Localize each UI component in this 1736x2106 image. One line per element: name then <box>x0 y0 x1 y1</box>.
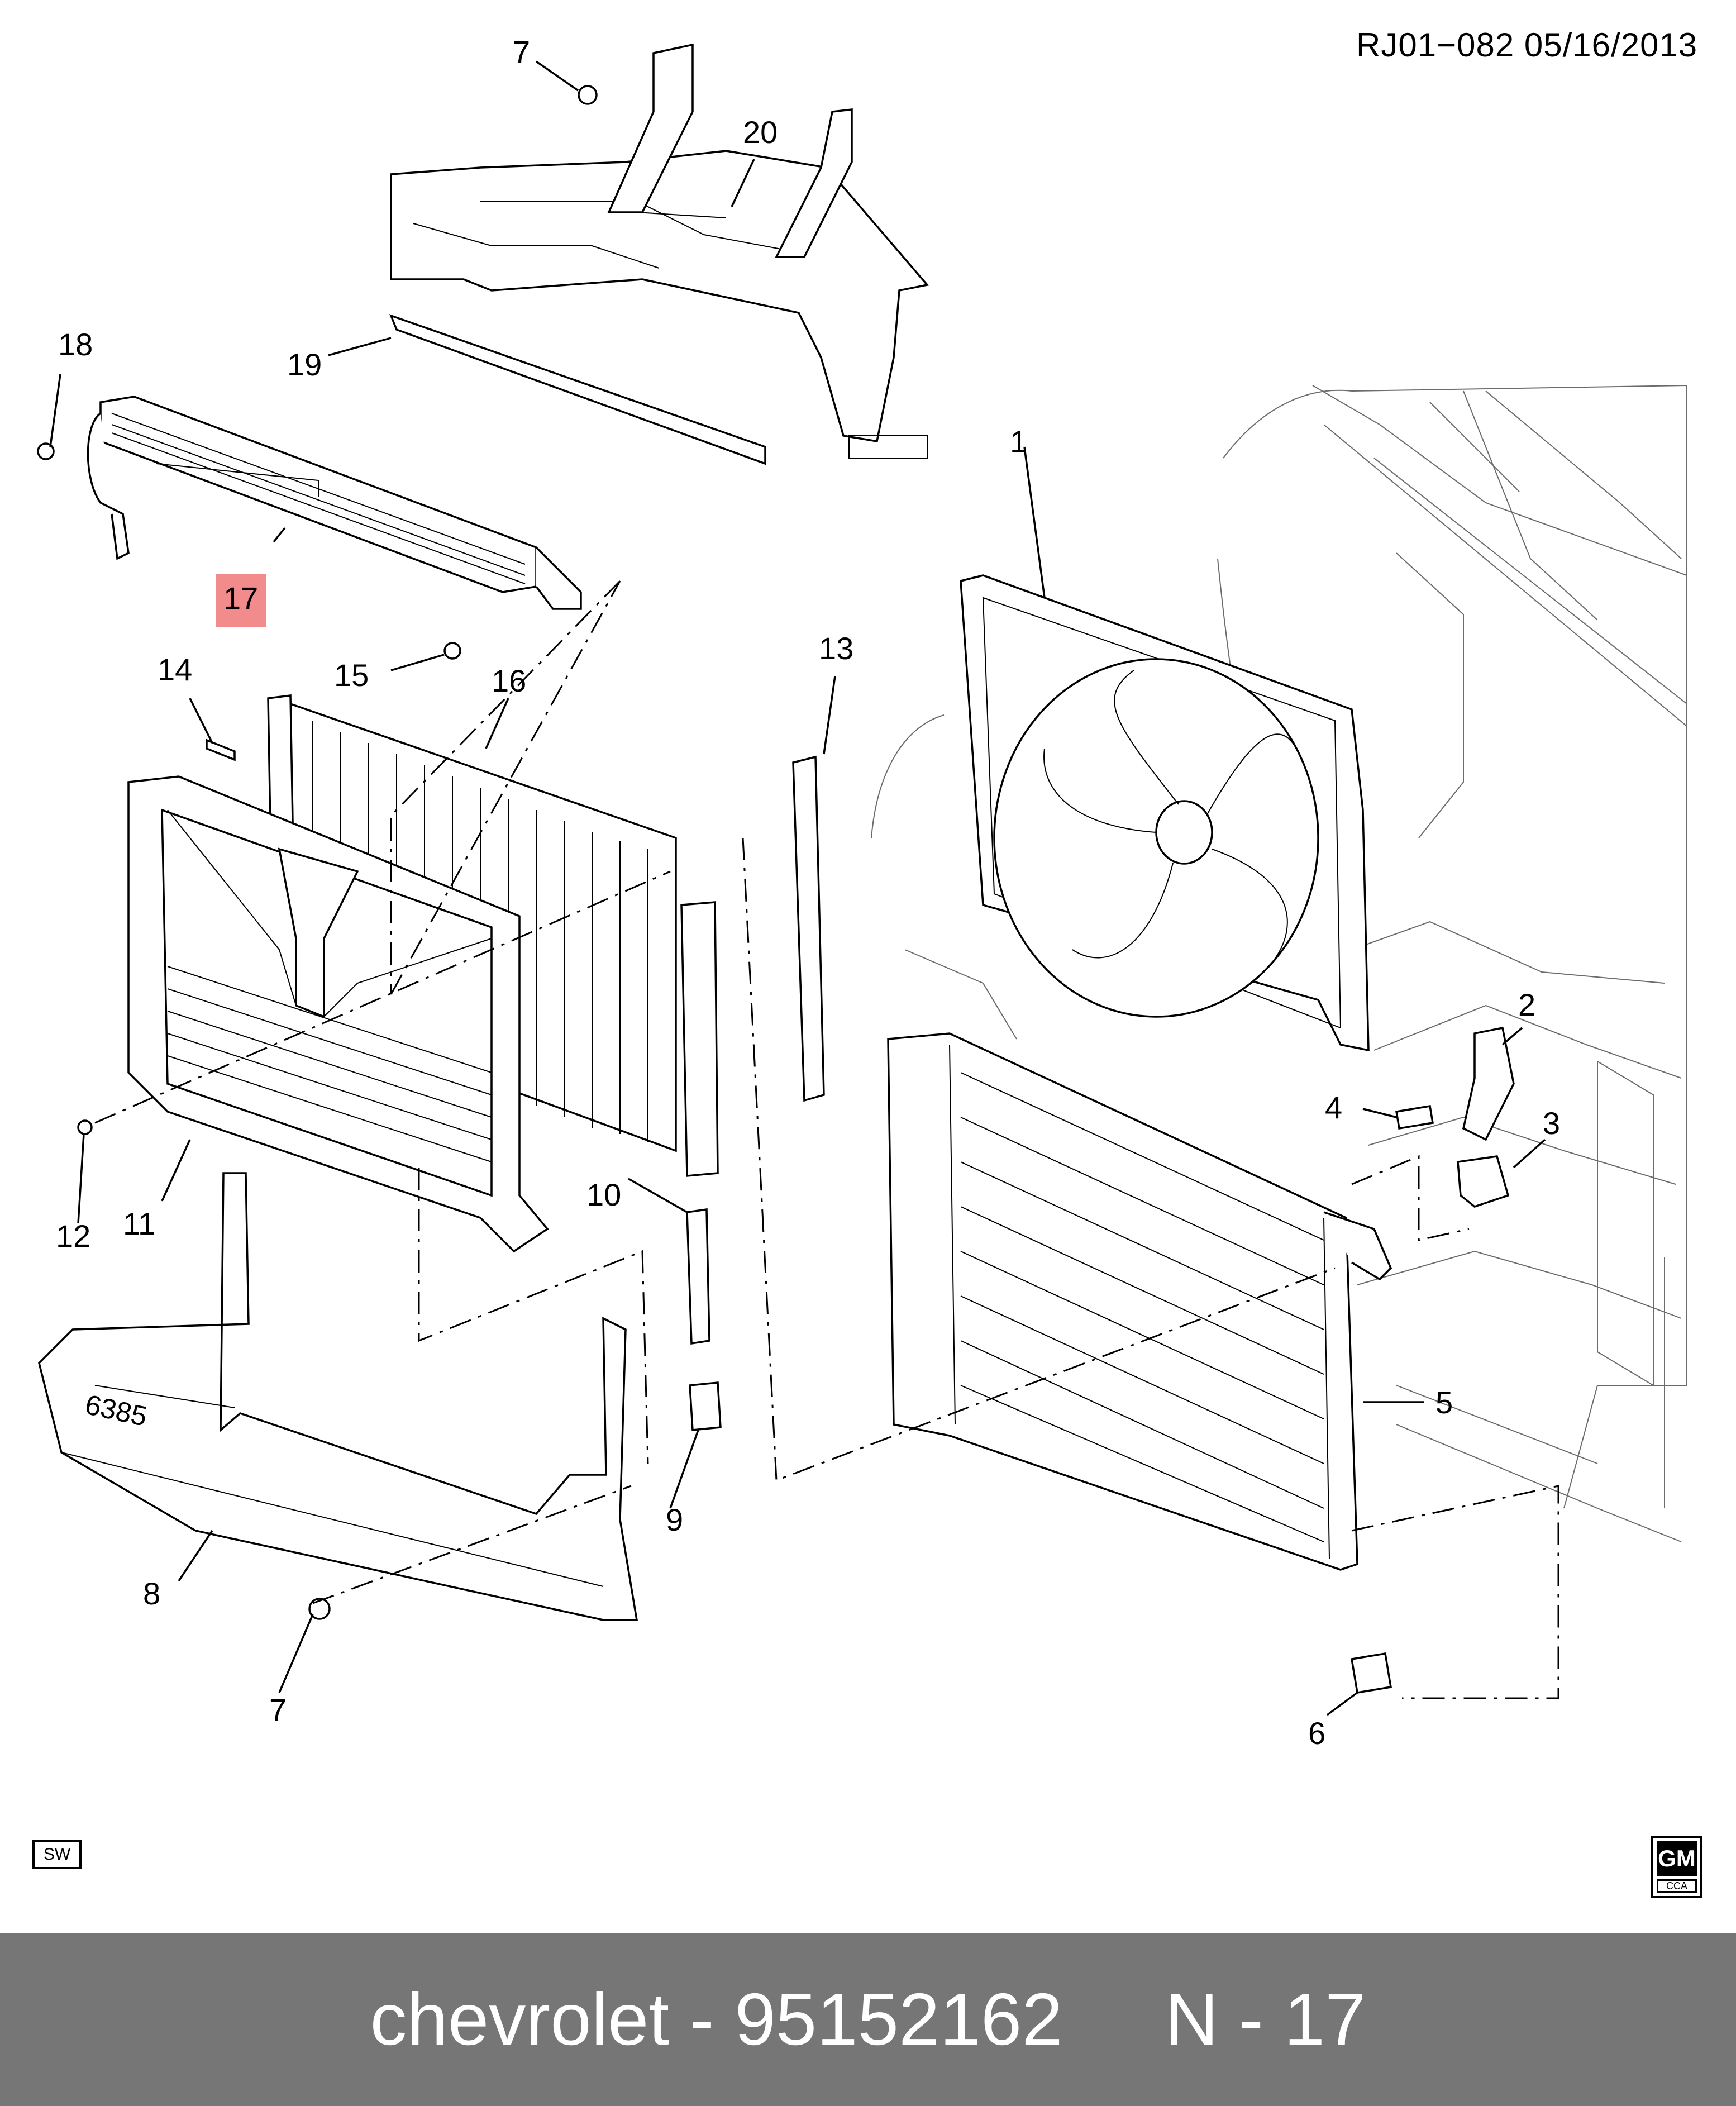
callout-1: 1 <box>1010 424 1027 459</box>
alignment-lines <box>94 580 1559 1699</box>
diagram-reference-code: RJ01−082 05/16/2013 <box>1356 26 1698 64</box>
callout-7-bottom: 7 <box>269 1692 287 1727</box>
footer-part-caption: chevrolet - 95152162 N - 17 <box>370 1978 1366 2060</box>
part-4-bolt <box>1395 1104 1434 1130</box>
part-19-seal-strip <box>389 314 766 465</box>
gm-logo-mark: GM <box>1657 1841 1697 1876</box>
part-18-bolt <box>37 442 55 460</box>
part-7-clip-bottom <box>308 1598 331 1620</box>
part-8-lower-deflector <box>38 1172 638 1621</box>
callout-20: 20 <box>743 115 778 150</box>
part-11-radiator-support <box>127 775 549 1253</box>
exploded-parts-diagram: 6 3 8 5 <box>37 34 1687 1751</box>
callout-18: 18 <box>58 327 93 362</box>
callout-10: 10 <box>586 1177 621 1212</box>
callout-numbers: 7 20 18 19 17 1 13 14 15 16 2 4 3 10 11 … <box>56 34 1560 1751</box>
part-14-spring <box>206 738 236 761</box>
callout-19: 19 <box>287 347 322 382</box>
callout-7-top: 7 <box>513 34 530 69</box>
part-7-clip-top <box>578 85 598 105</box>
callout-17: 17 <box>223 580 258 616</box>
callout-4: 4 <box>1325 1090 1342 1125</box>
callout-13: 13 <box>819 631 853 666</box>
part-15-bolt <box>443 642 461 660</box>
vehicle-front-structure <box>871 384 1687 1542</box>
callout-9: 9 <box>666 1502 683 1537</box>
part-1-fan-assembly <box>960 574 1370 1052</box>
callout-14: 14 <box>158 652 192 687</box>
part-10-receiver-dryer <box>680 901 719 1345</box>
part-20-air-deflector <box>390 43 929 459</box>
sw-badge: SW <box>32 1840 82 1869</box>
part-3-insulator <box>1457 1155 1510 1208</box>
part-9-bushing <box>689 1381 722 1431</box>
callout-5: 5 <box>1435 1385 1453 1420</box>
callout-6: 6 <box>1308 1716 1325 1751</box>
part-17-oil-cooler <box>87 396 582 610</box>
part-5-radiator <box>887 1032 1392 1571</box>
part-2-bracket <box>1462 1026 1515 1141</box>
gm-logo: GM CCA <box>1651 1836 1702 1898</box>
highlight-box-17 <box>216 574 266 627</box>
callout-3: 3 <box>1543 1106 1560 1141</box>
callout-8: 8 <box>143 1576 160 1611</box>
footer-banner: chevrolet - 95152162 N - 17 <box>0 1933 1736 2106</box>
callout-12: 12 <box>56 1218 90 1254</box>
callout-16: 16 <box>492 663 526 698</box>
part-6-insulator <box>1350 1652 1392 1694</box>
callout-15: 15 <box>334 657 369 693</box>
callout-2: 2 <box>1518 987 1535 1022</box>
part-12-clip <box>77 1119 93 1135</box>
gm-logo-subtext: CCA <box>1657 1879 1697 1893</box>
leader-lines <box>49 60 1546 1716</box>
part-13-seal-strip <box>792 755 825 1102</box>
callout-11: 11 <box>123 1206 155 1241</box>
